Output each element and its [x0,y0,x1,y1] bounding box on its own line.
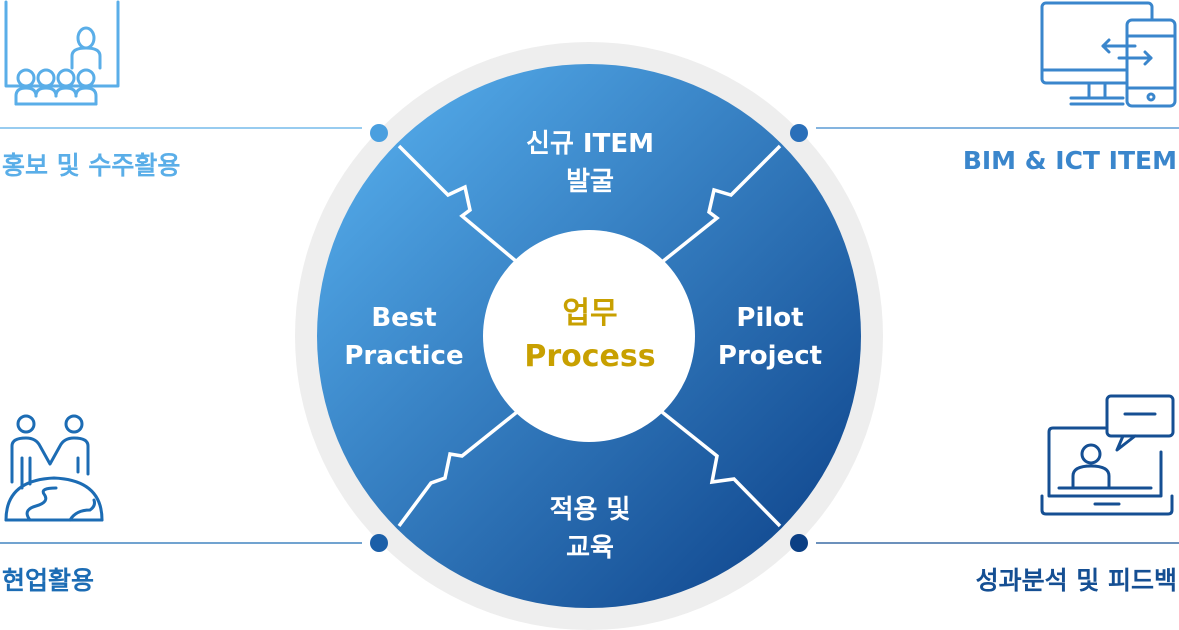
corner-label-bottom-right: 성과분석 및 피드백 [975,566,1177,595]
segment-left-line2: Practice [344,341,463,371]
connector-dot-bottom-right [790,534,808,552]
connector-dot-top-left [370,124,388,142]
segment-top-line1: 신규 ITEM [526,129,654,159]
segment-right-line1: Pilot [736,303,803,333]
center-title-line2: Process [524,339,655,374]
corner-label-top-right: BIM & ICT ITEM [962,146,1177,175]
segment-bottom-line1: 적용 및 [550,495,631,525]
segment-left-line1: Best [371,303,436,333]
segment-bottom-line2: 교육 [566,533,614,563]
connector-dot-bottom-left [370,534,388,552]
connector-dot-top-right [790,124,808,142]
corner-label-top-left: 홍보 및 수주활용 [2,151,181,180]
monitor-phone-sync-icon [1040,1,1177,108]
laptop-video-chat-icon [1040,394,1175,516]
corner-label-bottom-left: 현업활용 [2,566,95,595]
segment-dividers [397,144,782,528]
partners-globe-icon [4,414,104,522]
center-circle [483,230,695,442]
presentation-audience-icon [4,0,120,106]
center-title-line1: 업무 [562,296,617,331]
segment-top-line2: 발굴 [566,167,614,197]
segment-right-line2: Project [718,341,822,371]
